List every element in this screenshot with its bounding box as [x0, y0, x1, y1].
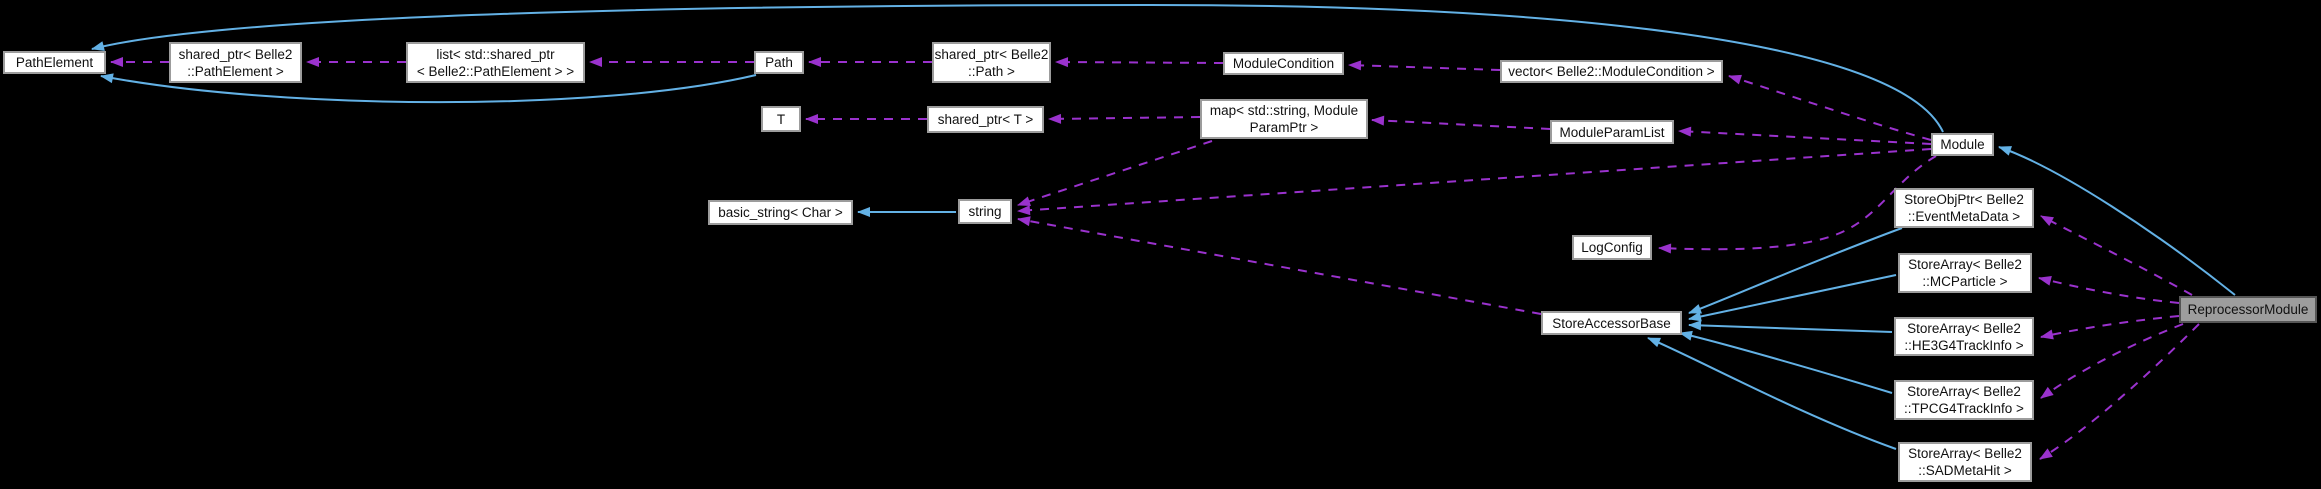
node-label: StoreArray< Belle2	[1908, 446, 2022, 461]
edge-map-to-sharedptrt-usage	[1048, 113, 1201, 124]
edge-mcparticle-to-storeaccessorbase-inheritance	[1688, 274, 1897, 322]
node-t[interactable]: T	[761, 106, 801, 132]
node-label: ::EventMetaData >	[1907, 209, 2021, 224]
node-reprocessormodule: ReprocessorModule	[2179, 296, 2317, 323]
node-label: LogConfig	[1581, 240, 1643, 255]
node-path[interactable]: Path	[754, 51, 804, 74]
node-basic-string[interactable]: basic_string< Char >	[708, 200, 853, 225]
node-storeobjptr-eventmetadata[interactable]: StoreObjPtr< Belle2::EventMetaData >	[1894, 188, 2034, 228]
edge-moduleparamlist-to-map-usage	[1371, 115, 1551, 130]
node-label: vector< Belle2::ModuleCondition >	[1508, 64, 1715, 79]
edge-module-to-logconfig-usage	[1658, 155, 1937, 254]
node-shared-ptr-t[interactable]: shared_ptr< T >	[927, 106, 1044, 133]
node-label: list< std::shared_ptr	[436, 46, 555, 62]
node-label: StoreArray< Belle2	[1907, 384, 2021, 399]
node-string[interactable]: string	[958, 199, 1012, 224]
node-label: StoreAccessorBase	[1552, 315, 1671, 331]
node-label: StoreArray< Belle2	[1908, 257, 2022, 272]
edge-reprocessormodule-to-he3g4-usage	[2040, 315, 2180, 340]
node-storearray-tpcg4trackinfo[interactable]: StoreArray< Belle2::TPCG4TrackInfo >	[1894, 380, 2034, 420]
edge-reprocessormodule-to-module-inheritance	[1998, 146, 2236, 296]
node-label: Path	[765, 55, 793, 70]
node-label: shared_ptr< T >	[937, 112, 1034, 127]
edge-he3g4-to-storeaccessorbase-inheritance	[1688, 320, 1893, 333]
edge-vector-to-modulecondition-usage	[1348, 60, 1501, 71]
node-storearray-mcparticle[interactable]: StoreArray< Belle2::MCParticle >	[1898, 253, 2032, 293]
node-list-shared-ptr[interactable]: list< std::shared_ptr< Belle2::PathEleme…	[406, 42, 585, 83]
node-shared-ptr-path[interactable]: shared_ptr< Belle2::Path >	[932, 42, 1051, 83]
node-label: map< std::string, Module	[1209, 103, 1359, 118]
node-label: shared_ptr< Belle2	[178, 46, 293, 62]
edge-tpcg4-to-storeaccessorbase-inheritance	[1679, 330, 1893, 394]
edge-sadmetahit-to-storeaccessorbase-inheritance	[1647, 337, 1897, 450]
node-label: ::Path >	[968, 63, 1015, 79]
node-label: ::PathElement >	[187, 63, 284, 79]
node-label: ParamPtr >	[1249, 120, 1319, 135]
edge-map-to-string-usage	[1017, 140, 1213, 206]
node-pathelement[interactable]: PathElement	[3, 51, 106, 74]
edge-module-to-pathelement-inheritance	[91, 3, 1944, 133]
node-label: string	[968, 204, 1002, 219]
edge-reprocessormodule-to-sadmetahit-usage	[2039, 323, 2200, 460]
node-label: ModuleCondition	[1232, 56, 1335, 71]
node-label: basic_string< Char >	[718, 205, 843, 220]
node-storearray-he3g4trackinfo[interactable]: StoreArray< Belle2::HE3G4TrackInfo >	[1894, 317, 2034, 356]
edge-storeobjptr-to-storeaccessorbase-inheritance	[1688, 227, 1903, 314]
node-logconfig[interactable]: LogConfig	[1572, 235, 1652, 260]
node-label: ReprocessorModule	[2187, 302, 2309, 317]
node-label: ::MCParticle >	[1922, 274, 2008, 289]
node-modulecondition[interactable]: ModuleCondition	[1223, 52, 1344, 75]
node-label: ModuleParamList	[1559, 124, 1665, 140]
node-label: StoreArray< Belle2	[1907, 320, 2021, 336]
node-module[interactable]: Module	[1931, 133, 1994, 156]
node-shared-ptr-pathelement[interactable]: shared_ptr< Belle2::PathElement >	[169, 42, 302, 83]
edge-reprocessormodule-to-tpcg4-usage	[2040, 323, 2184, 399]
node-moduleparamlist[interactable]: ModuleParamList	[1550, 120, 1674, 144]
edge-module-to-moduleparamlist-usage	[1678, 126, 1932, 145]
edge-storeaccessorbase-to-string-usage	[1017, 216, 1542, 315]
node-label: ::HE3G4TrackInfo >	[1904, 337, 2024, 353]
edge-path-to-pathelement-inheritance	[100, 73, 757, 104]
node-storearray-sadmetahit[interactable]: StoreArray< Belle2::SADMetaHit >	[1898, 442, 2032, 482]
node-label: ::SADMetaHit >	[1918, 463, 2012, 478]
edge-module-to-vector-usage	[1728, 74, 1932, 141]
node-label: T	[776, 111, 786, 127]
node-label: PathElement	[15, 55, 94, 70]
edge-reprocessormodule-to-mcparticle-usage	[2038, 275, 2180, 304]
edge-module-to-string-usage	[1017, 148, 1932, 216]
edge-reprocessormodule-to-storeobjptr-usage	[2040, 215, 2193, 296]
node-vector-modulecondition[interactable]: vector< Belle2::ModuleCondition >	[1500, 60, 1723, 83]
node-label: Module	[1940, 137, 1985, 152]
node-label: StoreObjPtr< Belle2	[1904, 192, 2024, 207]
edge-modulecondition-to-sharedptrpath-usage	[1055, 57, 1224, 68]
node-storeaccessorbase[interactable]: StoreAccessorBase	[1541, 311, 1682, 335]
node-label: shared_ptr< Belle2	[934, 46, 1049, 62]
node-label: < Belle2::PathElement > >	[416, 63, 575, 79]
node-label: ::TPCG4TrackInfo >	[1904, 401, 2024, 416]
